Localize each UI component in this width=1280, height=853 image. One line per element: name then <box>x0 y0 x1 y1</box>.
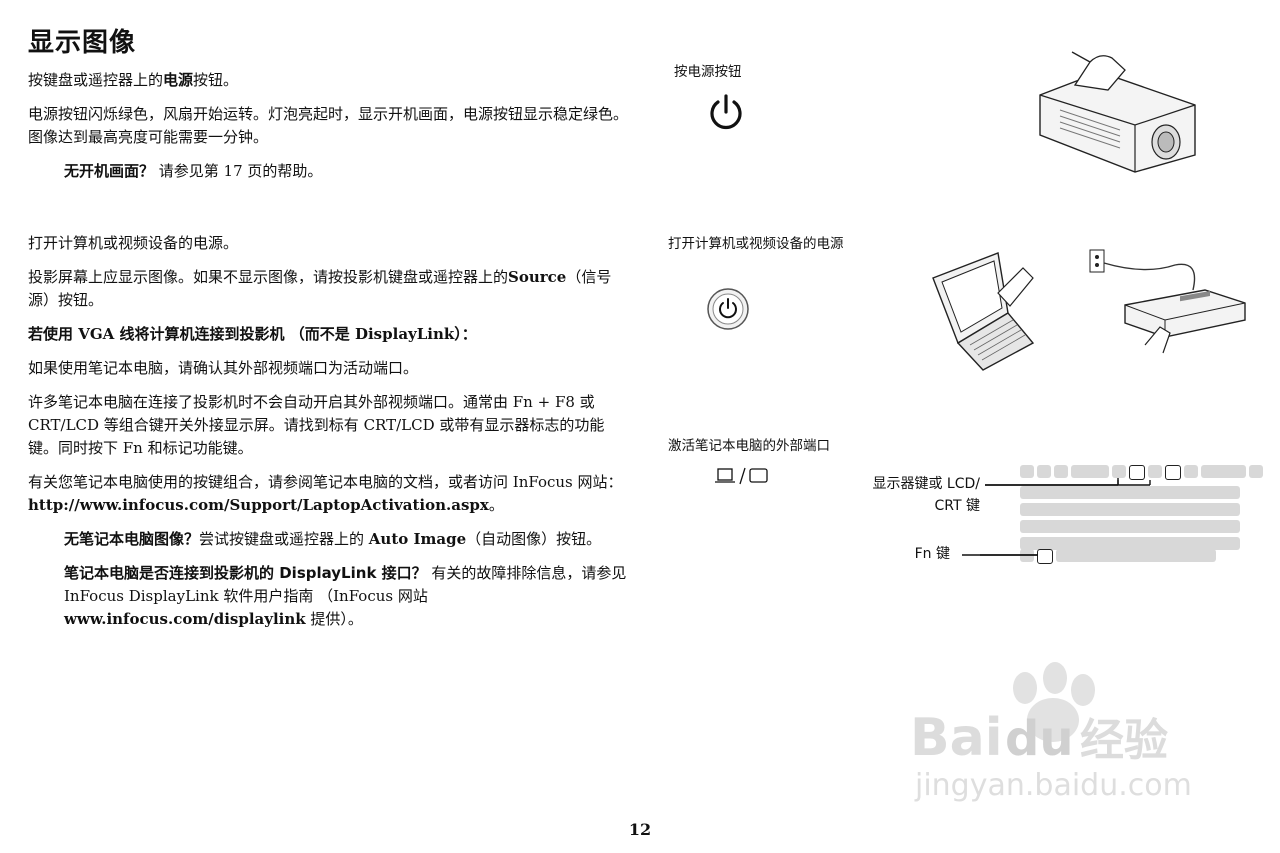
support-link[interactable]: http://www.infocus.com/Support/LaptopAct… <box>28 496 489 514</box>
vga-heading: 若使用 VGA 线将计算机连接到投影机 （而不是 DisplayLink）： <box>28 323 628 346</box>
infocus-website: 有关您笔记本电脑使用的按键组合，请参阅笔记本电脑的文档，或者访问 InFocus… <box>28 471 628 517</box>
baidu-paw-logo: Bai du 经验 jingyan.baidu.com <box>910 662 1192 803</box>
source-button-text: 投影屏幕上应显示图像。如果不显示图像，请按投影机键盘或遥控器上的Source（信… <box>28 266 628 312</box>
no-startup-note: 无开机画面？ 请参见第 17 页的帮助。 <box>64 160 628 183</box>
bold-vga-heading: 若使用 VGA 线将计算机连接到投影机 （而不是 DisplayLink）： <box>28 325 477 343</box>
text: 投影屏幕上应显示图像。如果不显示图像，请按投影机键盘或遥控器上的 <box>28 268 509 286</box>
text: （自动图像）按钮。 <box>466 530 602 548</box>
text: 提供）。 <box>305 610 363 628</box>
text: 。 <box>488 496 504 514</box>
note-heading: 笔记本电脑是否连接到投影机的 DisplayLink 接口？ <box>64 564 427 582</box>
fig1-label: 按电源按钮 <box>674 64 742 80</box>
displaylink-link[interactable]: www.infocus.com/displaylink <box>64 610 306 628</box>
text: 有关的故障排除信息，请参见 InFocus DisplayLink 软件用户指南… <box>64 564 627 605</box>
video-device-illustration <box>1089 249 1246 354</box>
power-button-icon <box>707 288 749 330</box>
projector-illustration <box>1039 51 1196 173</box>
display-key-label-2: CRT 键 <box>934 498 981 514</box>
laptop-illustration <box>932 252 1035 371</box>
svg-text:jingyan.baidu.com: jingyan.baidu.com <box>914 768 1192 803</box>
no-laptop-image-note: 无笔记本电脑图像？尝试按键盘或遥控器上的 Auto Image（自动图像）按钮。 <box>64 528 628 551</box>
bold-power: 电源 <box>163 71 194 89</box>
text: 按键盘或遥控器上的 <box>28 71 164 89</box>
fig3-label: 激活笔记本电脑的外部端口 <box>668 438 830 454</box>
step-press-power: 按键盘或遥控器上的电源按钮。 <box>28 69 628 92</box>
bold-auto-image: Auto Image <box>368 530 467 548</box>
page-title: 显示图像 <box>28 28 137 58</box>
callout-lines-2 <box>962 480 1151 556</box>
svg-text:Bai: Bai <box>910 708 1003 768</box>
page-number: 12 <box>628 820 652 839</box>
display-key-callout: 显示器键或 LCD/ CRT 键 <box>820 473 980 517</box>
note-heading: 无笔记本电脑图像？ <box>64 530 200 548</box>
text: 按钮。 <box>193 71 239 89</box>
turn-on-computer: 打开计算机或视频设备的电源。 <box>28 234 239 252</box>
note-text: 请参见第 17 页的帮助。 <box>154 162 323 180</box>
note-heading: 无开机画面？ <box>64 162 155 180</box>
text: 尝试按键盘或遥控器上的 <box>199 530 369 548</box>
bold-source: Source <box>508 268 567 286</box>
svg-text:du: du <box>1005 711 1074 767</box>
baidu-watermark: Bai du 经验 jingyan.baidu.com <box>905 660 1205 810</box>
text: 有关您笔记本电脑使用的按键组合，请参阅笔记本电脑的文档，或者访问 InFocus… <box>28 473 623 491</box>
laptop-fn-keys: 许多笔记本电脑在连接了投影机时不会自动开启其外部视频端口。通常由 Fn + F8… <box>28 393 605 457</box>
svg-text:经验: 经验 <box>1080 715 1168 766</box>
laptop-check: 如果使用笔记本电脑，请确认其外部视频端口为活动端口。 <box>28 359 419 377</box>
fn-key-label: Fn 键 <box>914 546 950 562</box>
text-column: 显示图像 按键盘或遥控器上的电源按钮。 电源按钮闪烁绿色，风扇开始运转。灯泡亮起… <box>28 22 628 642</box>
fig2-label: 打开计算机或视频设备的电源 <box>668 236 844 252</box>
text: （信号源）按钮。 <box>28 268 612 309</box>
display-key-label-1: 显示器键或 LCD/ <box>872 476 980 492</box>
power-icon <box>710 94 742 130</box>
power-description: 电源按钮闪烁绿色，风扇开始运转。灯泡亮起时，显示开机画面，电源按钮显示稳定绿色。… <box>28 105 629 146</box>
displaylink-note: 笔记本电脑是否连接到投影机的 DisplayLink 接口？ 有关的故障排除信息… <box>64 562 628 631</box>
display-key-symbol-icon <box>715 467 768 485</box>
